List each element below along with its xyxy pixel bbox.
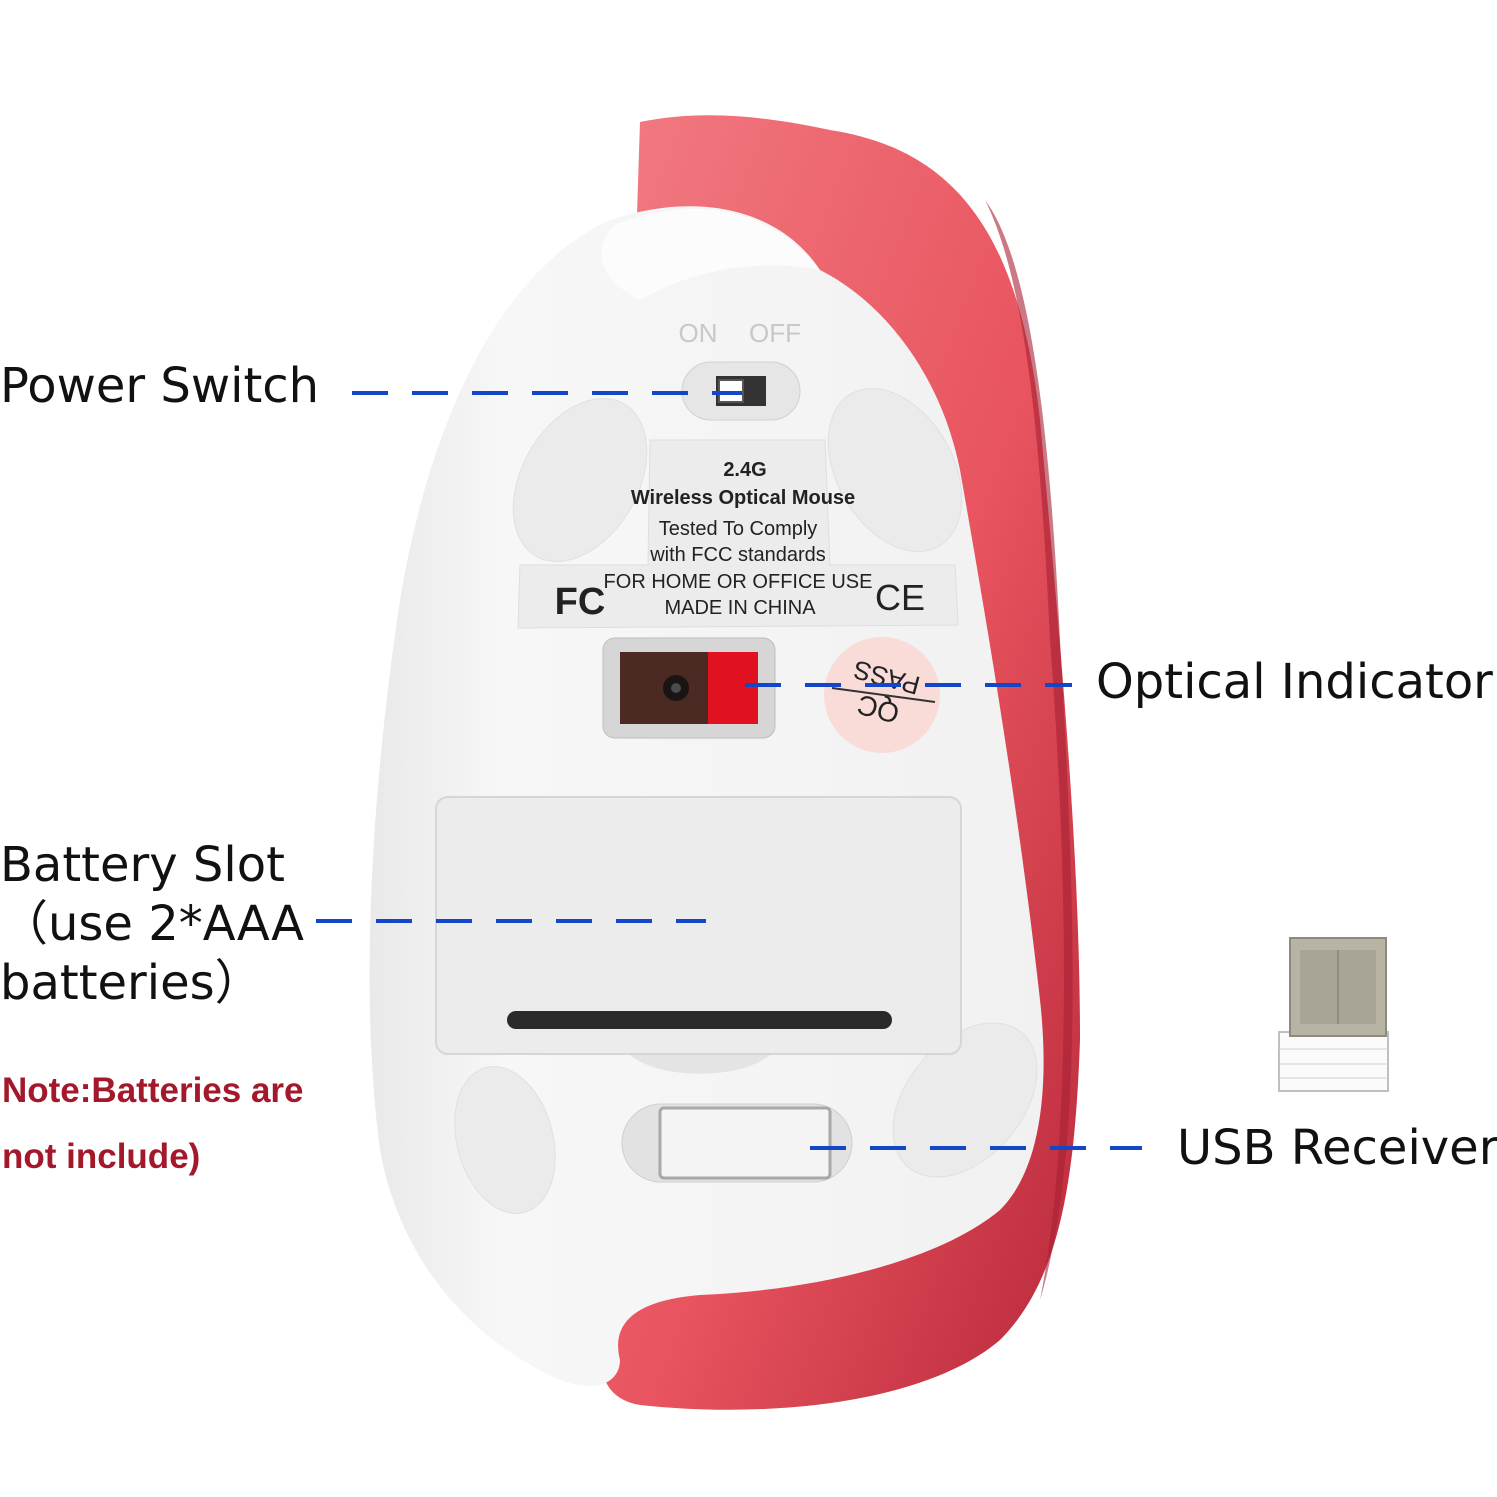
usb-receiver-body (1278, 1031, 1389, 1092)
foot-pad-top-left (512, 397, 648, 563)
sticker-line2: Wireless Optical Mouse (631, 487, 855, 509)
switch-off-label: OFF (749, 318, 801, 348)
battery-label-line1: Battery Slot (0, 837, 285, 893)
battery-cover (435, 796, 962, 1055)
battery-label-line3: batteries） (0, 955, 263, 1011)
optical-lens-core (671, 683, 681, 693)
switch-on-label: ON (679, 318, 718, 348)
battery-cover-slot (507, 1011, 892, 1029)
base-tip-highlight (601, 208, 820, 300)
sticker-line1: 2.4G (723, 459, 766, 481)
sticker-line5: FOR HOME OR OFFICE USE (604, 571, 873, 593)
foot-pad-top-right (827, 387, 963, 553)
foot-pad-bottom-left (454, 1065, 556, 1215)
sticker-line3: Tested To Comply (659, 518, 818, 540)
stored-receiver (658, 1106, 832, 1180)
qc-sticker-divider (831, 687, 936, 703)
battery-cover-notch (630, 1055, 770, 1074)
battery-label-line2: （use 2*AAA (0, 896, 304, 952)
usb-receiver-dongle (1278, 937, 1389, 1092)
ce-mark: CE (875, 577, 925, 618)
compliance-sticker (517, 439, 959, 629)
foot-pad-bottom-right (892, 1022, 1038, 1178)
optical-indicator-label: Optical Indicator (1096, 654, 1493, 710)
usb-receiver-label: USB Receiver (1177, 1120, 1497, 1176)
battery-slot-label: Battery Slot （use 2*AAA batteries） (0, 836, 304, 1013)
power-switch-label: Power Switch (0, 358, 320, 414)
battery-note-line2: not include) (2, 1137, 201, 1176)
sticker-line4: with FCC standards (649, 544, 826, 566)
sticker-line6: MADE IN CHINA (664, 597, 816, 619)
optical-sensor-light (708, 652, 758, 724)
battery-note-line1: Note:Batteries are (2, 1071, 304, 1110)
battery-note: Note:Batteries are not include) (2, 1058, 304, 1190)
fc-mark: FC (555, 581, 606, 623)
